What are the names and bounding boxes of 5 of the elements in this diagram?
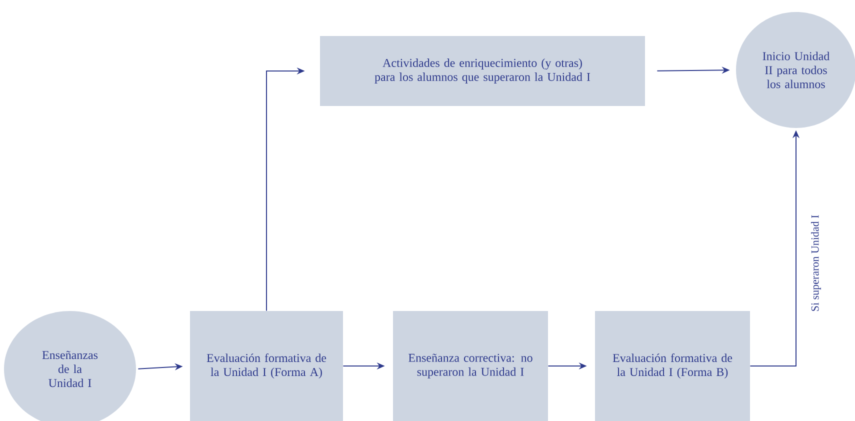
process-box: Evaluación formativa de la Unidad I (Forma A) (190, 311, 343, 421)
edge-label: Si superaron Unidad I (810, 214, 822, 313)
process-box: Enseñanza correctiva: no superaron la Unidad I (393, 311, 548, 421)
process-box: Actividades de enriquecimiento (y otras) para los alumnos que superaron la Unidad I (320, 36, 645, 106)
process-box: Evaluación formativa de la Unidad I (Forma B) (595, 311, 750, 421)
